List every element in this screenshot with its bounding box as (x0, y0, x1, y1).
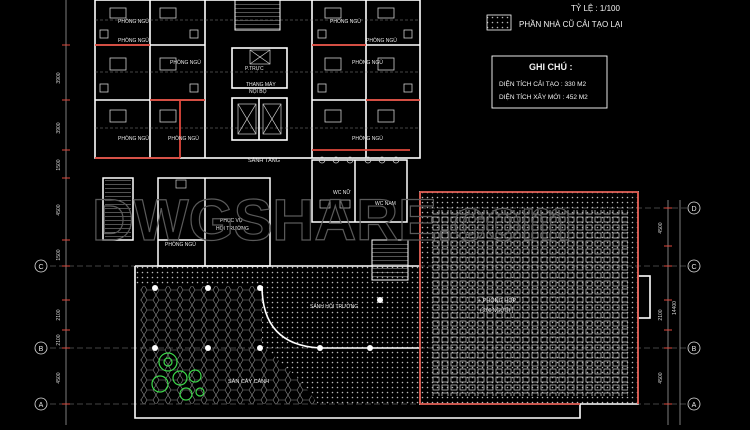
svg-text:HỘI TRƯỜNG: HỘI TRƯỜNG (216, 225, 249, 232)
svg-text:PHÒNG NGỦ: PHÒNG NGỦ (330, 18, 361, 25)
elevator-label-1: THANG MÁY (246, 81, 276, 88)
elevator-icon (237, 49, 282, 135)
left-stairwell (105, 180, 131, 238)
svg-text:PHỤC VỤ: PHỤC VỤ (220, 218, 243, 224)
svg-text:4500: 4500 (658, 372, 664, 383)
lobby-strip-hatch (135, 266, 420, 286)
notes-title: GHI CHÚ : (529, 61, 573, 72)
new-building-red-walls (419, 191, 639, 405)
svg-text:WC NỮ: WC NỮ (333, 189, 351, 196)
svg-text:PHÒNG NGỦ: PHÒNG NGỦ (118, 135, 149, 142)
notes-renovated-area: DIỆN TÍCH CẢI TẠO : 330 M2 (499, 79, 587, 88)
grid-bubble-c-left: C (34, 259, 48, 273)
elevator-label-2: NỘI BỘ (249, 88, 267, 95)
svg-text:2100: 2100 (658, 309, 664, 320)
auditorium-capacity: ( 200 NGƯỜI ) (480, 307, 514, 314)
svg-text:A: A (39, 402, 44, 409)
service-block-walls (102, 159, 408, 267)
dimension-ticks (62, 44, 672, 405)
svg-text:C: C (38, 264, 43, 271)
watermark: DWGSHARE.com (92, 188, 572, 253)
svg-text:14400: 14400 (672, 301, 678, 315)
svg-text:PHÒNG NGỦ: PHÒNG NGỦ (366, 37, 397, 44)
svg-text:PHÒNG NGỦ: PHÒNG NGỦ (118, 18, 149, 25)
grid-bubble-a-right: A (687, 397, 701, 411)
auditorium-seating (432, 210, 628, 396)
grid-bubble-b-left: B (34, 341, 48, 355)
svg-text:PHÒNG NGỦ: PHÒNG NGỦ (168, 135, 199, 142)
red-wall-accents (95, 44, 420, 159)
svg-text:B: B (39, 346, 44, 353)
garden-trees (151, 352, 205, 401)
scale-label: TỶ LỆ : 1/100 (571, 4, 620, 13)
svg-text:PHÒNG NGỦ: PHÒNG NGỦ (118, 37, 149, 44)
svg-text:3900: 3900 (56, 72, 62, 83)
svg-text:PHÒNG NGỦ: PHÒNG NGỦ (170, 59, 201, 66)
svg-text:PHÒNG NGỦ: PHÒNG NGỦ (352, 135, 383, 142)
garden-label: SÂN CÂY CẢNH (228, 378, 269, 385)
legend-hatch-label: PHẦN NHÀ CŨ CẢI TẠO LẠI (519, 19, 622, 29)
svg-text:C: C (691, 264, 696, 271)
duty-room-label: P.TRỰC (245, 66, 264, 72)
svg-text:D: D (691, 206, 696, 213)
svg-text:1500: 1500 (56, 249, 62, 260)
service-labels: PHỤC VỤ HỘI TRƯỜNG PHÒNG NGỦ WC NỮ WC NA… (165, 189, 396, 248)
svg-text:A: A (692, 402, 697, 409)
legend-hatch-swatch (486, 14, 512, 31)
lobby-label: SẢNH HỘI TRƯỜNG (310, 303, 358, 310)
grid-bubble-d-right: D (687, 201, 701, 215)
notes-box: GHI CHÚ : DIỆN TÍCH CẢI TẠO : 330 M2 DIỆ… (491, 55, 608, 109)
notes-new-area: DIỆN TÍCH XÂY MỚI : 452 M2 (499, 92, 588, 101)
garden-paving (140, 286, 318, 404)
grid-bubble-b-right: B (687, 341, 701, 355)
dimension-lines (65, 0, 681, 425)
svg-text:4500: 4500 (56, 204, 62, 215)
svg-text:WC NAM: WC NAM (375, 201, 396, 207)
svg-text:1500: 1500 (56, 159, 62, 170)
grid-bubble-c-right: C (687, 259, 701, 273)
auditorium-label: + PHÒNG HỌP (478, 297, 517, 304)
wc-fixtures (175, 156, 400, 209)
svg-text:2100: 2100 (56, 309, 62, 320)
svg-text:4500: 4500 (658, 222, 664, 233)
lobby-hatch (262, 286, 420, 404)
bedroom-labels: PHÒNG NGỦ PHÒNG NGỦ PHÒNG NGỦ PHÒNG NGỦ … (118, 18, 397, 142)
structural-columns (152, 285, 383, 351)
svg-text:B: B (692, 346, 697, 353)
top-stairwell (234, 0, 281, 31)
grid-bubble-a-left: A (34, 397, 48, 411)
svg-text:PHÒNG NGỦ: PHÒNG NGỦ (165, 241, 196, 248)
dimension-texts: 3900 3900 1500 4500 1500 2100 2100 4500 … (56, 72, 678, 383)
svg-text:3900: 3900 (56, 122, 62, 133)
svg-text:2100: 2100 (56, 334, 62, 345)
room-furniture (99, 7, 413, 123)
svg-text:4500: 4500 (56, 372, 62, 383)
floor-hall-label: SẢNH TẦNG (248, 157, 280, 164)
svg-text:PHÒNG NGỦ: PHÒNG NGỦ (352, 59, 383, 66)
